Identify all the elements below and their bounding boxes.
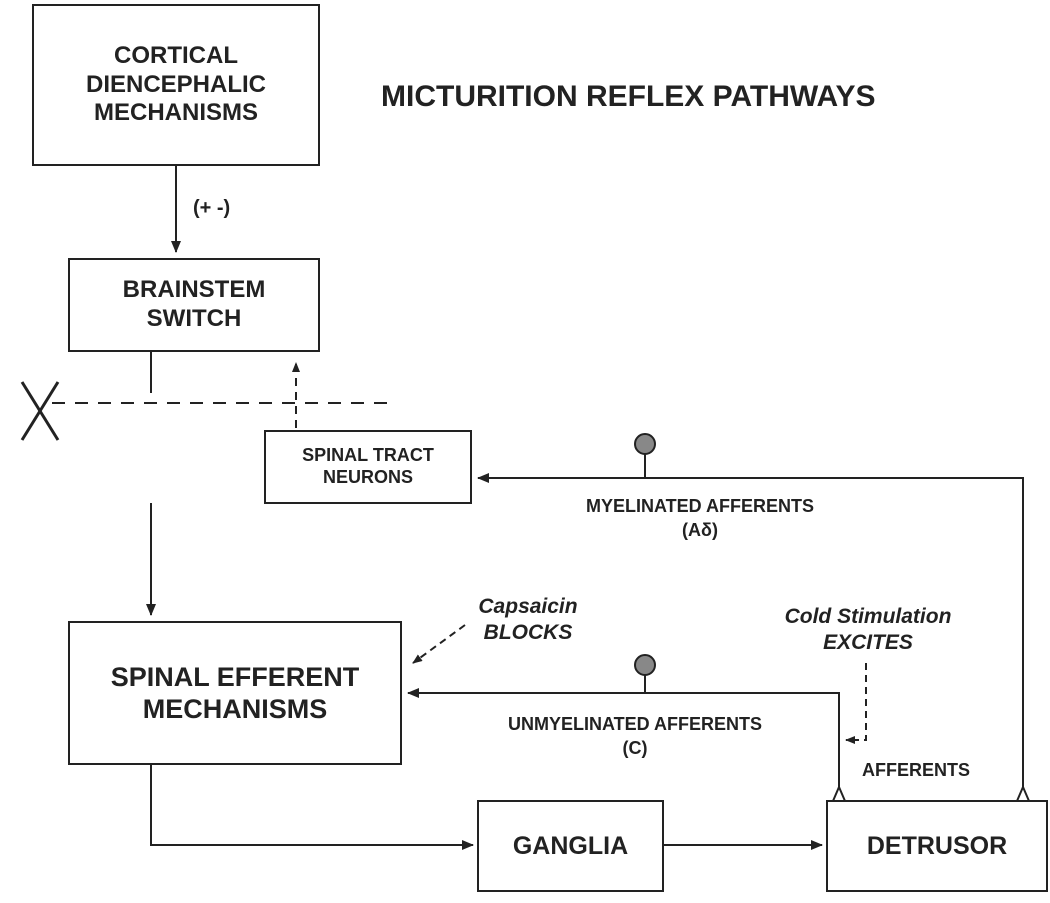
cold-stimulation-label: Cold Stimulation EXCITES [752, 604, 984, 657]
capsaicin-line-2: BLOCKS [483, 621, 573, 645]
afferents-label: AFFERENTS [862, 760, 970, 780]
myelinated-neuron-icon [634, 433, 656, 455]
spinal-tract-neurons-box: SPINAL TRACT NEURONS [264, 430, 472, 504]
ganglia-label: GANGLIA [512, 832, 629, 860]
brainstem-line-1: BRAINSTEM [122, 276, 266, 304]
myelinated-afferents-label: MYELINATED AFFERENTS (Aδ) [550, 494, 850, 543]
cortical-line-2: DIENCEPHALIC [85, 70, 266, 98]
capsaicin-arrow [412, 624, 466, 664]
brainstem-line-2: SWITCH [146, 305, 242, 332]
detrusor-label: DETRUSOR [866, 832, 1008, 860]
cortical-diencephalic-box: CORTICAL DIENCEPHALIC MECHANISMS [32, 4, 320, 166]
cold-line-1: Cold Stimulation [784, 605, 952, 628]
unmyelinated-afferents-label: UNMYELINATED AFFERENTS (C) [465, 712, 805, 761]
ganglia-box: GANGLIA [477, 800, 664, 892]
unmyelinated-afferent-path [407, 688, 840, 793]
cold-line-2: EXCITES [823, 631, 913, 655]
spinal-efferent-line-1: SPINAL EFFERENT [110, 661, 360, 692]
capsaicin-blocks-label: Capsaicin BLOCKS [458, 594, 598, 647]
spinal-efferent-line-2: MECHANISMS [142, 694, 328, 724]
myelinated-afferent-path [477, 473, 1024, 793]
diagram-title: MICTURITION REFLEX PATHWAYS [381, 80, 876, 113]
receptor-left-icon [832, 784, 846, 802]
spinal-tract-line-1: SPINAL TRACT [302, 445, 434, 466]
myelinated-line-1: MYELINATED AFFERENTS [586, 496, 814, 516]
receptor-right-icon [1016, 784, 1030, 802]
spinal-efferent-mechanisms-box: SPINAL EFFERENT MECHANISMS [68, 621, 402, 765]
unmyelinated-line-1: UNMYELINATED AFFERENTS [508, 714, 762, 734]
cold-stimulation-arrow [845, 663, 867, 744]
brainstem-switch-box: BRAINSTEM SWITCH [68, 258, 320, 352]
transection-x-icon [20, 381, 60, 441]
spinal-tract-line-2: NEURONS [322, 467, 413, 487]
plus-minus-label: (+ -) [193, 197, 231, 219]
cortical-line-1: CORTICAL [114, 41, 238, 69]
capsaicin-line-1: Capsaicin [478, 595, 578, 618]
detrusor-box: DETRUSOR [826, 800, 1048, 892]
cortical-line-3: MECHANISMS [93, 99, 258, 127]
unmyelinated-neuron-icon [634, 654, 656, 676]
myelinated-line-2: (Aδ) [682, 520, 718, 541]
unmyelinated-line-2: (C) [622, 738, 648, 759]
spinal-efferent-to-ganglia-arrow [150, 765, 474, 850]
